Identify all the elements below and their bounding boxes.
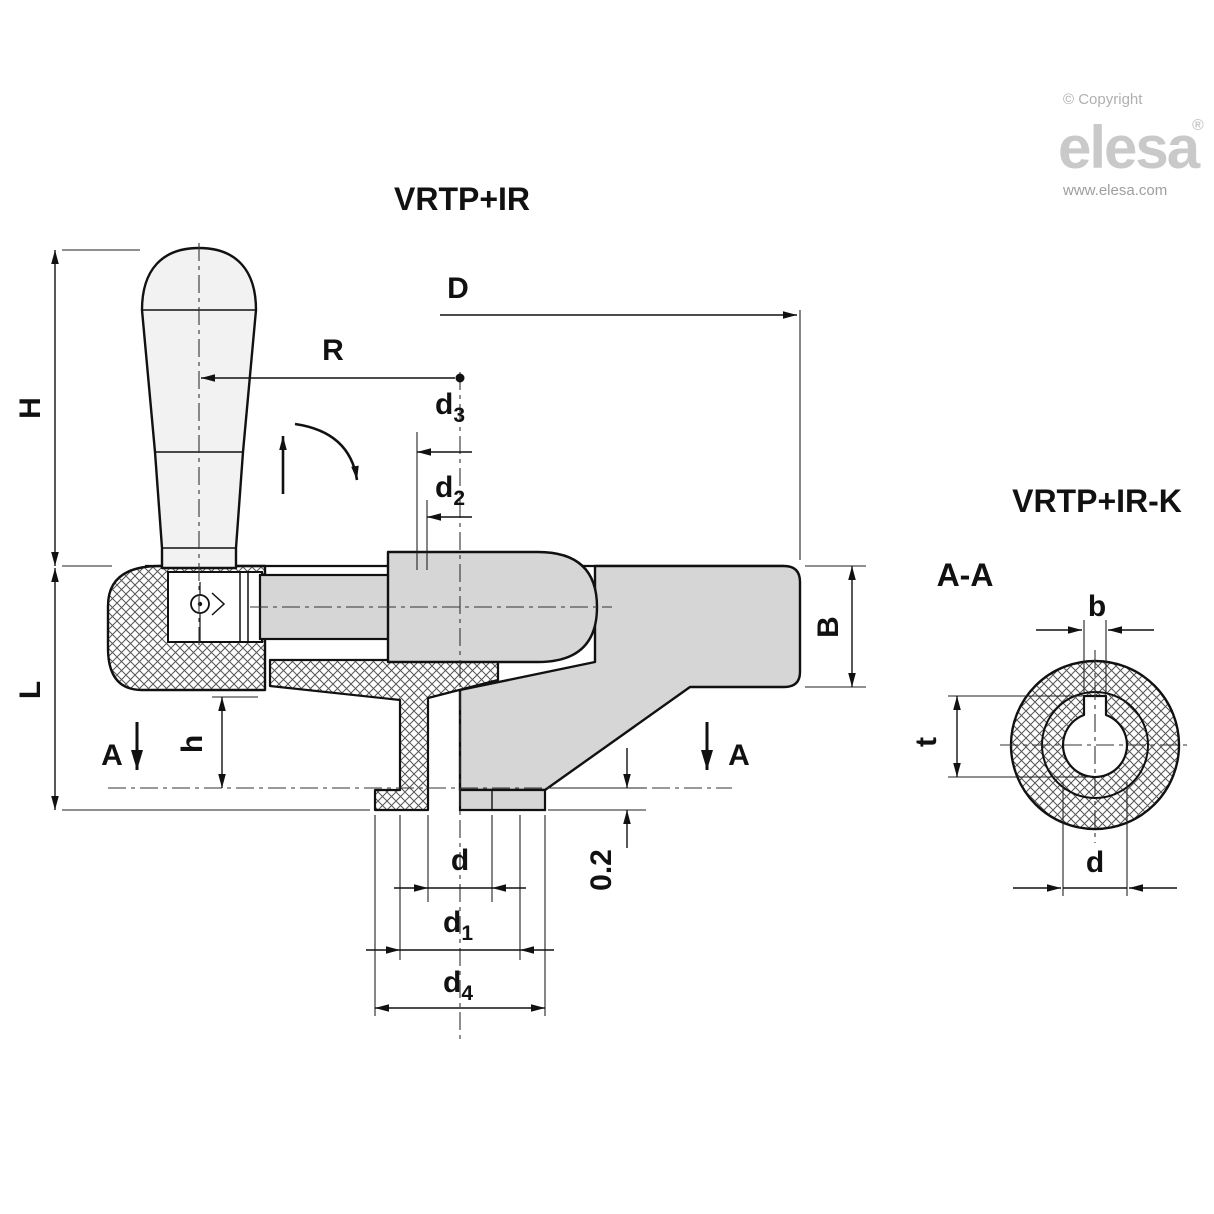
dimension-labels-section: b t d — [910, 590, 1106, 879]
dim-label-B: B — [812, 616, 845, 638]
hub-flange — [458, 788, 547, 812]
centerlines-section — [1000, 650, 1190, 843]
elesa-logo: elesa — [1058, 114, 1201, 181]
dim-label-d3: d3 — [435, 388, 465, 427]
dim-label-L: L — [14, 681, 47, 699]
dimension-labels-main: H L D R d3 d2 B A A h 0.2 d d1 d4 — [14, 272, 845, 1005]
registered-mark: ® — [1192, 117, 1204, 134]
dim-label-d2: d2 — [435, 471, 465, 510]
radius-center-dot — [455, 373, 465, 383]
section-cut-label: A-A — [937, 557, 994, 593]
hub-section-hatched — [268, 658, 500, 812]
dim-label-b: b — [1088, 590, 1106, 623]
dimension-lines-section — [953, 626, 1177, 892]
branding-block: © Copyright elesa ® www.elesa.com — [1058, 91, 1204, 199]
dim-label-d4: d4 — [443, 966, 473, 1005]
handle-pivot-detail — [167, 571, 263, 643]
section-view-title: VRTP+IR-K — [1012, 483, 1182, 519]
dim-label-D: D — [447, 272, 469, 305]
dim-label-d: d — [451, 844, 469, 877]
fold-motion-arrows — [279, 422, 359, 494]
dim-label-h: h — [176, 735, 209, 753]
section-label-A-left: A — [101, 739, 123, 772]
section-cut-arrows — [131, 722, 713, 770]
section-label-A-right: A — [728, 739, 750, 772]
dim-label-t: t — [910, 737, 943, 747]
dim-label-d1: d1 — [443, 906, 473, 945]
hub-section-annulus — [1011, 661, 1179, 829]
bore-keyway-outline — [1061, 694, 1129, 779]
fold-arc-arrow — [294, 422, 359, 481]
main-view-title: VRTP+IR — [394, 181, 530, 217]
dim-label-d-section: d — [1086, 846, 1104, 879]
dim-label-tol: 0.2 — [585, 849, 618, 891]
centerlines-main — [108, 243, 732, 1040]
extension-lines-section — [948, 620, 1128, 896]
dim-label-R: R — [322, 334, 344, 367]
section-view: VRTP+IR-K A-A b t d — [910, 483, 1190, 896]
wheel-body — [458, 564, 802, 792]
copyright-text: © Copyright — [1063, 91, 1143, 108]
pivot-wedge — [211, 592, 226, 616]
main-view: VRTP+IR — [14, 181, 866, 1040]
website-text: www.elesa.com — [1062, 182, 1167, 199]
dimension-lines-main — [51, 250, 856, 1012]
dim-label-H: H — [14, 397, 47, 419]
